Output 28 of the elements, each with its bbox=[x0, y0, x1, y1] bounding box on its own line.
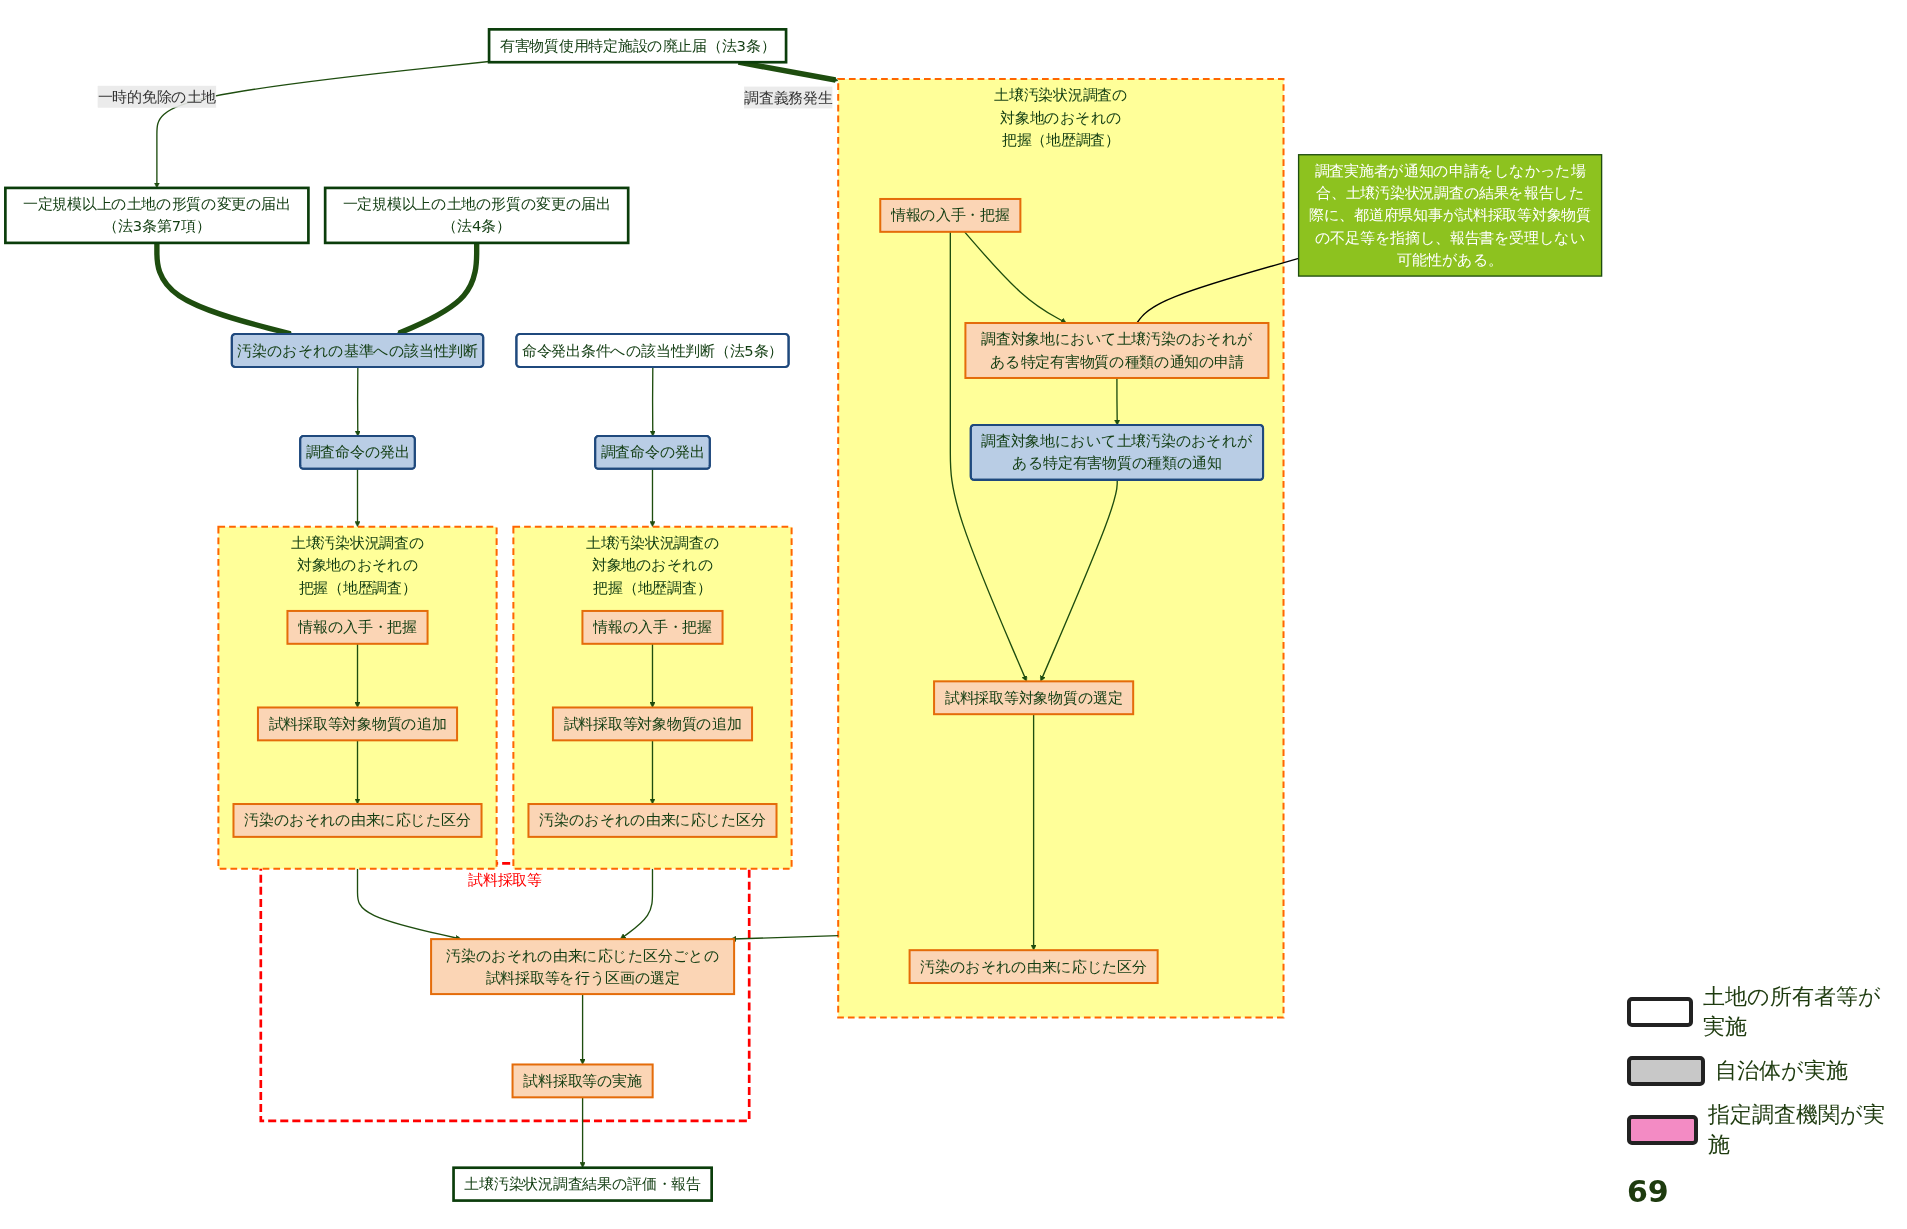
node-box: 汚染のおそれの由来に応じた区分ごとの試料採取等を行う区画の選定 bbox=[430, 937, 736, 995]
node-box: 調査対象地において土壌汚染のおそれがある特定有害物質の種類の通知の申請 bbox=[964, 321, 1270, 379]
node-box: 一定規模以上の土地の形質の変更の届出（法3条第7項） bbox=[4, 186, 310, 244]
node-box: 汚染のおそれの由来に応じた区分 bbox=[908, 948, 1159, 984]
node-box: 土壌汚染状況調査結果の評価・報告 bbox=[452, 1165, 713, 1202]
legend-text: 指定調査機関が実施 bbox=[1707, 1101, 1886, 1159]
arrow bbox=[1030, 713, 1037, 950]
node-box: 試料採取等対象物質の追加 bbox=[551, 706, 754, 741]
arrow bbox=[153, 60, 490, 188]
arrow bbox=[649, 739, 656, 804]
node-box: 調査実施者が通知の申請をしなかった場合、土壌汚染状況調査の結果を報告した際に、都道府県知事が試料採取等対象物質の不足等を指摘し、報告書を受理しない可能性がある。 bbox=[1297, 153, 1603, 277]
legend-text: 土地の所有者等が実施 bbox=[1703, 983, 1882, 1041]
node-box: 汚染のおそれの由来に応じた区分 bbox=[527, 802, 778, 838]
node-box: 一定規模以上の土地の形質の変更の届出（法4条） bbox=[323, 186, 630, 244]
arrow bbox=[579, 1096, 586, 1168]
node-box: 試料採取等対象物質の追加 bbox=[256, 706, 459, 741]
node-box: 情報の入手・把握 bbox=[581, 609, 724, 645]
node-box: 汚染のおそれの由来に応じた区分 bbox=[232, 802, 483, 838]
node-box: 試料採取等の実施 bbox=[511, 1063, 654, 1098]
arrow bbox=[354, 739, 361, 804]
node-box: 情報の入手・把握 bbox=[286, 609, 429, 645]
edge-label: 調査義務発生 bbox=[744, 88, 833, 106]
page-number: 69 bbox=[1627, 1174, 1670, 1209]
edge-label: 一時的免除の土地 bbox=[97, 87, 217, 105]
node-box: 情報の入手・把握 bbox=[879, 197, 1022, 233]
node-box: 試料採取等対象物質の選定 bbox=[933, 679, 1135, 715]
legend-text: 自治体が実施 bbox=[1715, 1057, 1848, 1085]
node-box: 有害物質使用特定施設の廃止届（法3条） bbox=[487, 27, 788, 64]
